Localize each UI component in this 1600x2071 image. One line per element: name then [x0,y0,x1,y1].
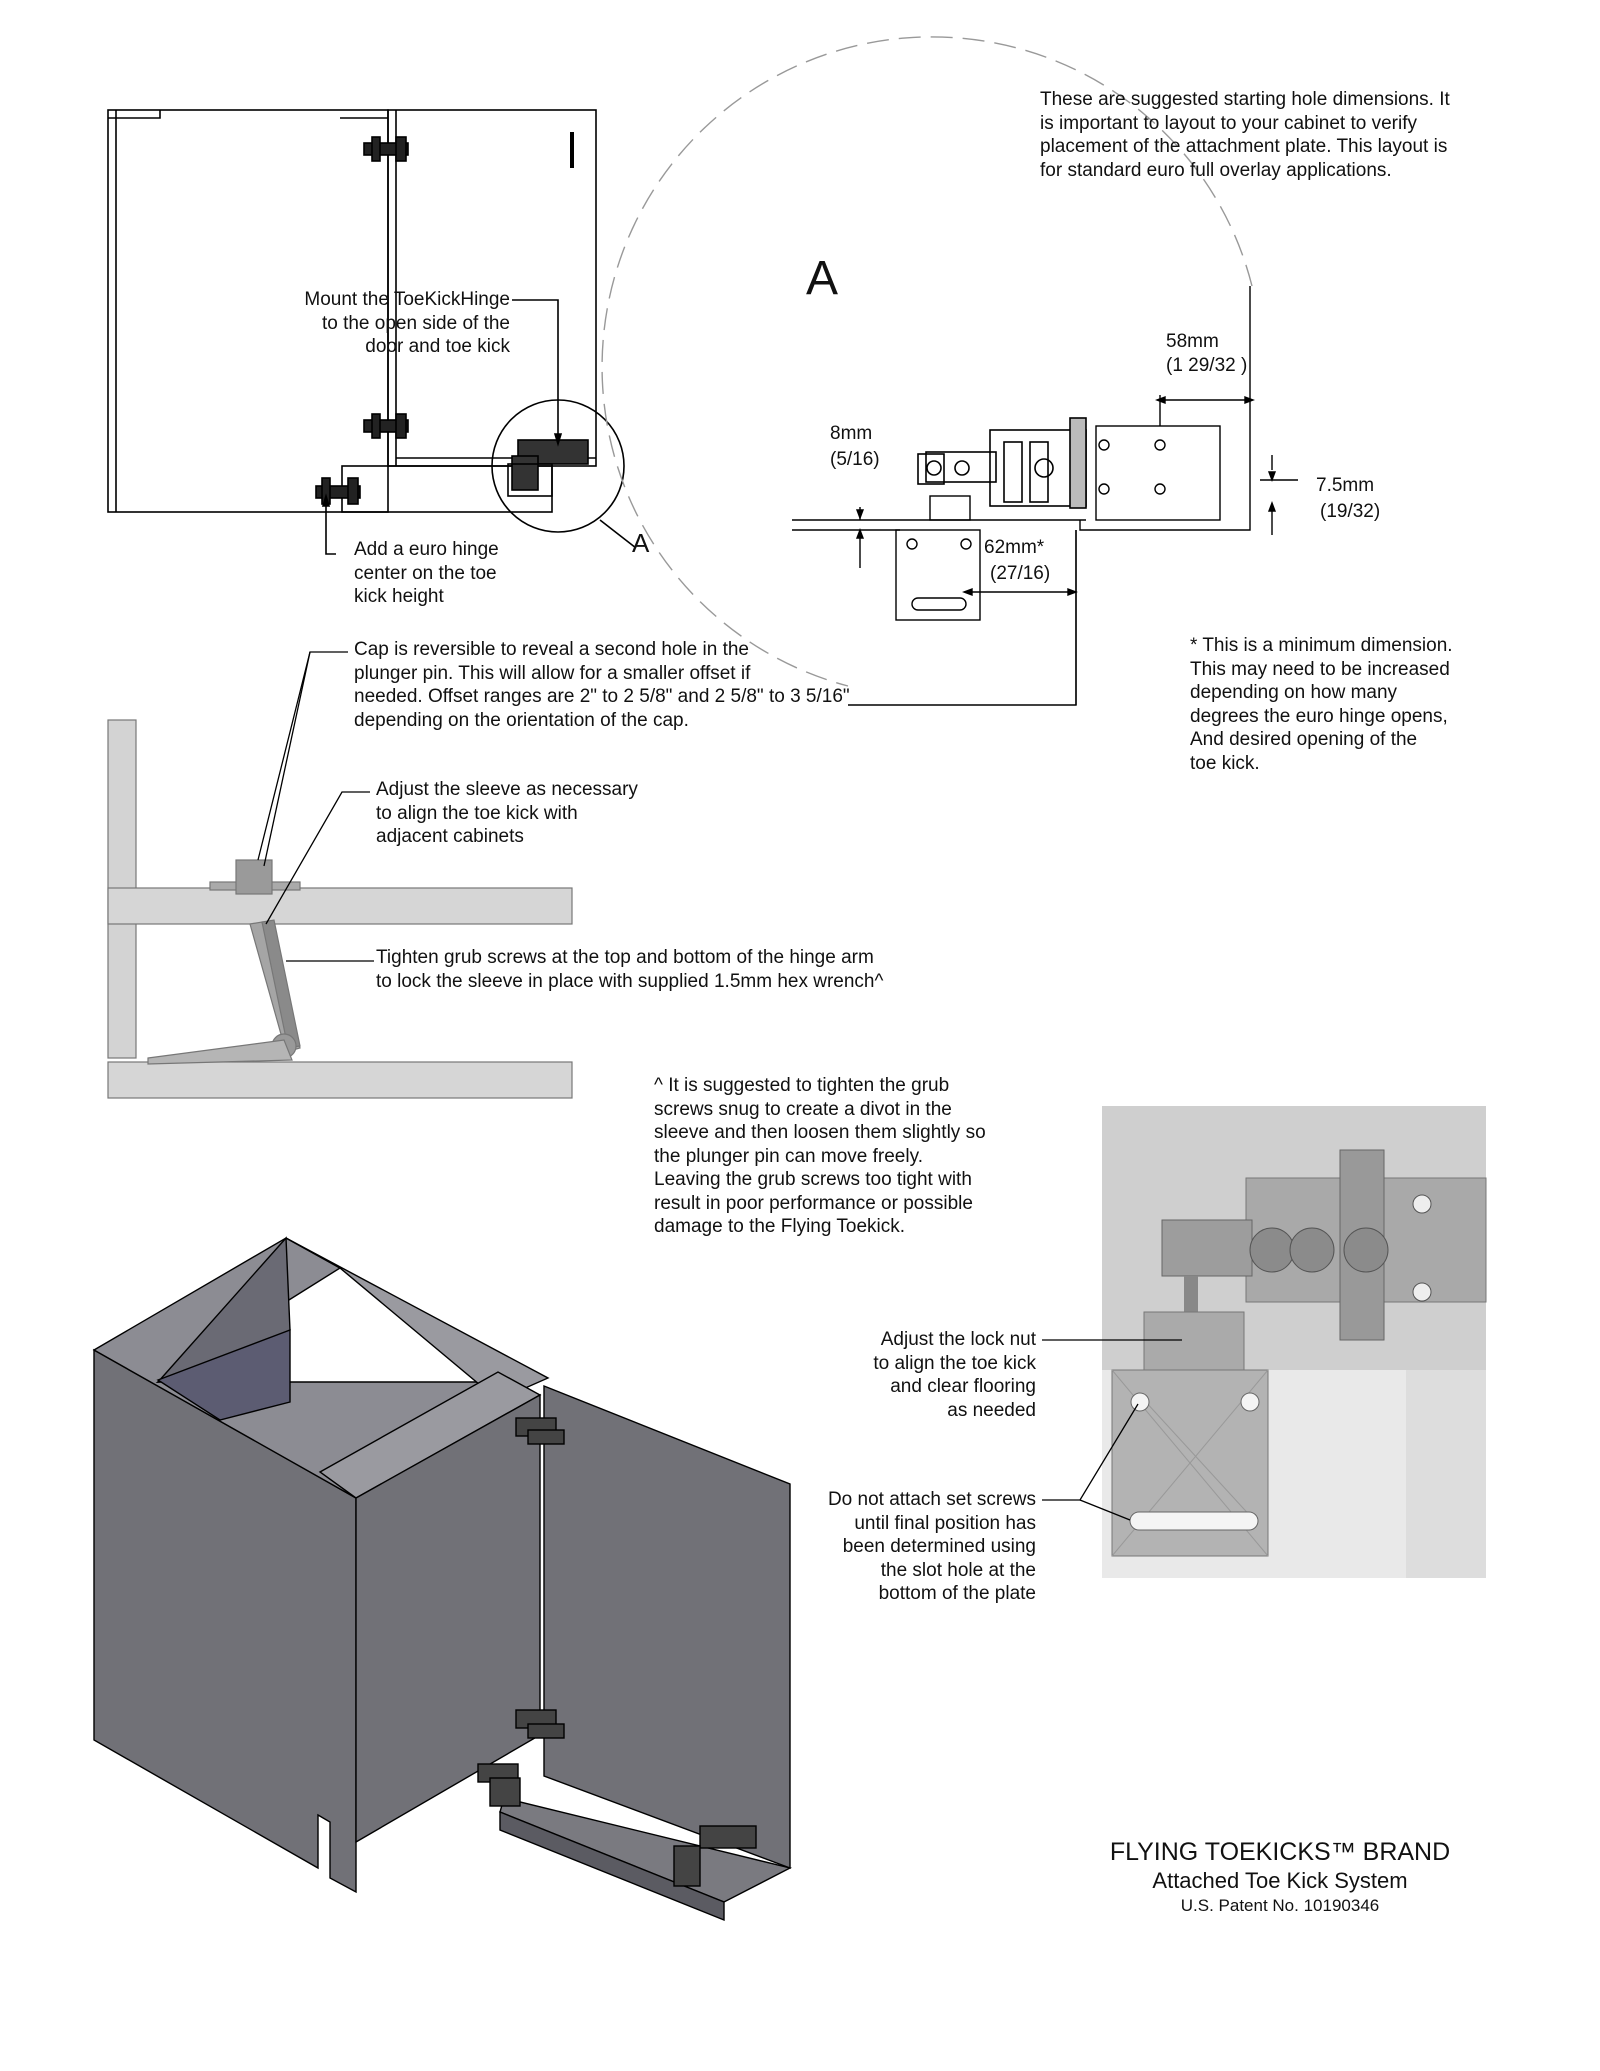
detail-a-marker: A [632,528,650,558]
euro-hinge-top [363,136,409,162]
plunger-cap-side [235,859,273,895]
cabinet-edge-lines [108,110,388,512]
brand-title: FLYING TOEKICKS™ BRAND [1109,1838,1451,1866]
hinge-base [147,1039,293,1065]
grub-screw-callout: Tighten grub screws at the top and botto… [376,947,884,992]
ground-floor [107,1061,573,1099]
euro-leader [325,504,336,555]
plunger-cap [929,495,971,521]
cabinet-door-iso [543,1384,791,1870]
set-screw-hole-left [1130,1392,1150,1412]
detail-a-leader [599,519,637,549]
dim-62-mm: 62mm* [984,537,1045,558]
detail-a-label: A [806,252,839,305]
dim-62-fraction: (27/16) [990,563,1051,584]
isometric-cabinet [92,1236,792,1922]
toekick-hinge-small [511,439,589,491]
side-view-drawing [107,719,573,1099]
mount-callout: Mount the ToeKickHinge to the open side … [304,289,510,357]
plate-view-drawing [1102,1106,1487,1578]
dim-58-fraction: (1 29/32 ) [1166,355,1248,376]
dim-8-mm: 8mm [830,423,873,444]
mount-leader [512,299,559,434]
dim-58-mm: 58mm [1166,331,1219,352]
detail-a-dashed-arc [601,36,1253,687]
door-outline [1079,286,1251,531]
top-note: These are suggested starting hole dimens… [1040,89,1450,181]
cabinet-floor-panel [107,887,573,925]
grub-screw-note: ^ It is suggested to tighten the grub sc… [654,1075,986,1237]
patent-number: U.S. Patent No. 10190346 [1180,1896,1380,1915]
set-screw-callout: Do not attach set screws until final pos… [827,1489,1036,1604]
detail-a-drawing [601,36,1298,706]
toekick-hinge-detail [917,417,1087,509]
plate-view-leaders [1042,1339,1182,1521]
toe-kick-plate [895,529,981,621]
cabinet-interior [156,1328,291,1421]
slot-hole [1129,1511,1259,1531]
dim-75-fraction: (19/32) [1320,501,1381,522]
side-view-leaders [257,651,374,962]
dim-58-line [1159,395,1250,426]
dim-75-mm: 7.5mm [1316,475,1375,496]
dim-75-line [1260,455,1298,535]
sleeve-callout: Adjust the sleeve as necessary to align … [376,779,638,847]
minimum-dimension-note: * This is a minimum dimension. This may … [1190,635,1453,774]
dim-8-fraction: (5/16) [830,449,880,470]
lock-nut-callout: Adjust the lock nut to align the toe kic… [873,1329,1036,1421]
mounting-plate [1095,425,1221,521]
set-screw-hole-right [1240,1392,1260,1412]
euro-hinge-callout: Add a euro hinge center on the toe kick … [354,539,499,607]
euro-hinge-toekick [315,477,361,505]
cap-callout: Cap is reversible to reveal a second hol… [354,639,850,731]
brand-subtitle: Attached Toe Kick System [1152,1868,1408,1893]
floor-line [792,519,1086,531]
front-view-drawing [107,109,637,555]
euro-hinge-middle [363,413,409,439]
